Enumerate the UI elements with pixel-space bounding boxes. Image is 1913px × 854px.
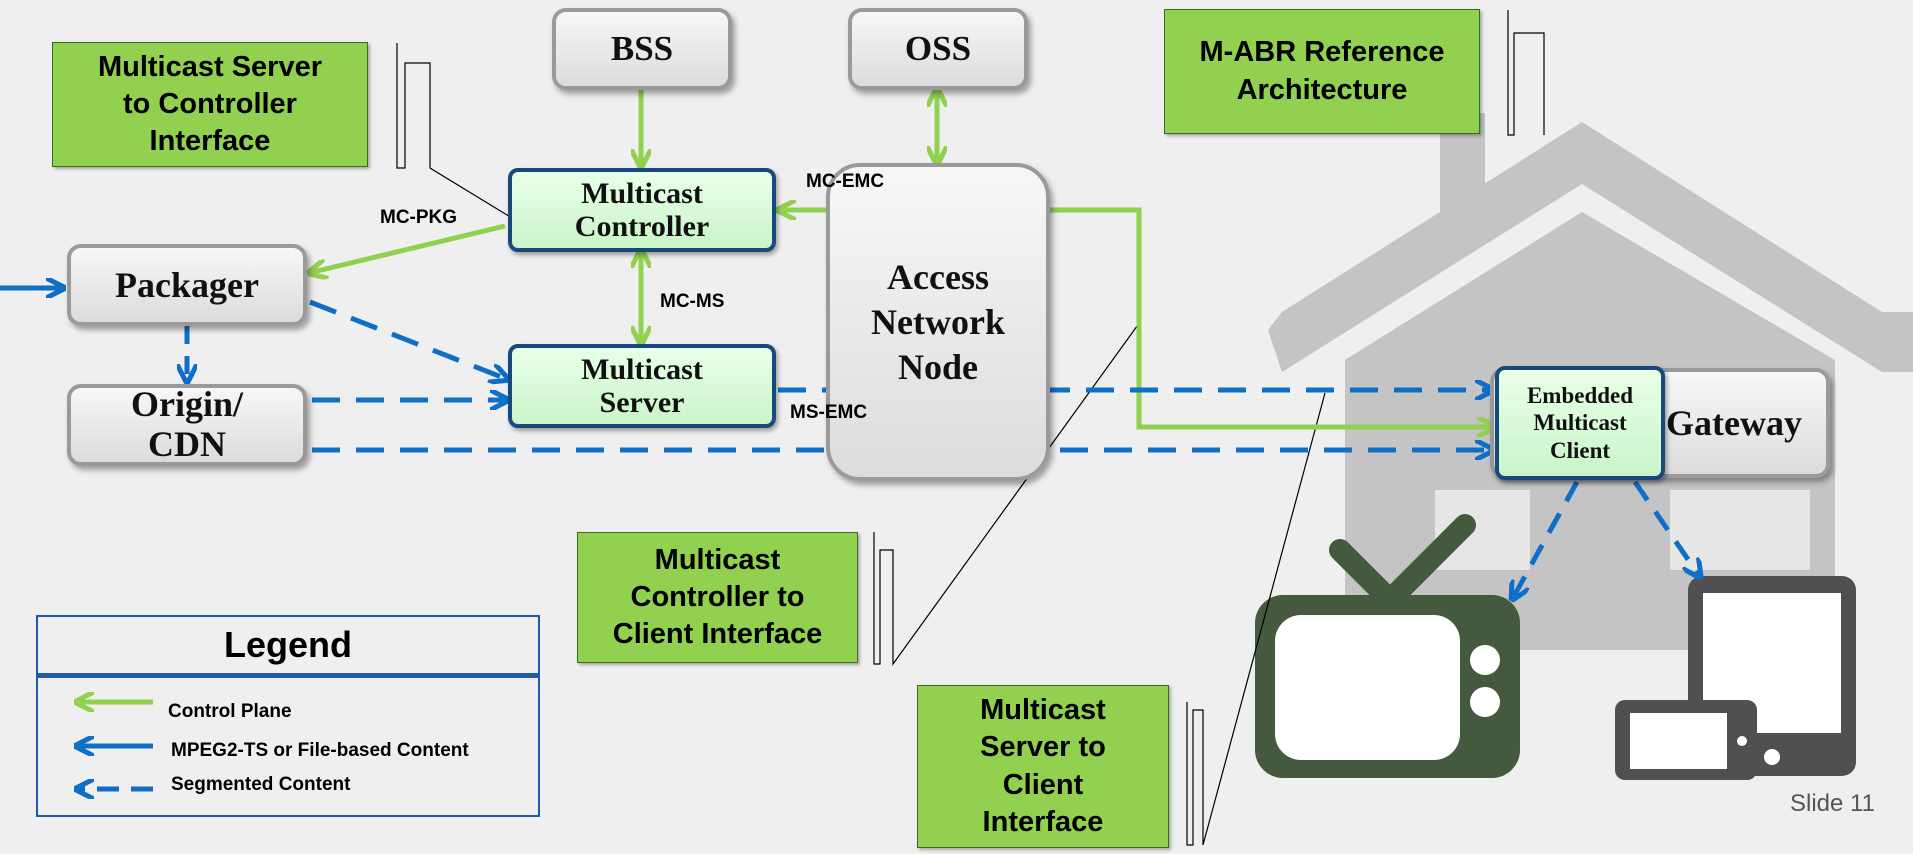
packager-node: Packager: [67, 244, 307, 326]
mc-emc-label: MC-EMC: [806, 171, 885, 192]
tablet-icon: [1615, 576, 1856, 780]
callout-leaders: [396, 10, 1545, 846]
origin-cdn-node: Origin/ CDN: [67, 384, 307, 466]
legend-segmented-label: Segmented Content: [171, 774, 351, 795]
access-network-node-label: Access Network Node: [871, 256, 1005, 387]
access-network-node: Access Network Node: [826, 163, 1050, 481]
legend-swatches: [38, 617, 153, 817]
tv-icon: [1255, 514, 1520, 778]
multicast-controller-node: Multicast Controller: [508, 168, 776, 252]
packager-label: Packager: [115, 265, 259, 305]
embedded-multicast-client-node: Embedded Multicast Client: [1495, 366, 1665, 480]
multicast-server-label: Multicast Server: [581, 353, 703, 419]
mc-pkg-label: MC-PKG: [380, 207, 458, 228]
bss-node: BSS: [552, 8, 732, 90]
bss-label: BSS: [610, 29, 674, 68]
mc-pkg-arrow: [313, 223, 506, 272]
callout-controller-to-client: Multicast Controller to Client Interface: [577, 532, 858, 663]
legend-title: Legend: [38, 617, 538, 678]
multicast-controller-label: Multicast Controller: [574, 177, 710, 243]
legend: Legend Control Plane MPEG2-TS or File-ba…: [36, 615, 540, 817]
gateway-label: Gateway: [1666, 403, 1802, 443]
client-to-tablet-arrow: [1632, 480, 1698, 574]
oss-node: OSS: [848, 8, 1028, 90]
multicast-server-node: Multicast Server: [508, 344, 776, 428]
client-to-tv-arrow: [1514, 480, 1580, 596]
oss-label: OSS: [904, 29, 972, 68]
ms-emc-label: MS-EMC: [790, 402, 868, 423]
embedded-multicast-client-label: Embedded Multicast Client: [1526, 382, 1634, 463]
callout-multicast-server-to-controller: Multicast Server to Controller Interface: [52, 42, 368, 167]
origin-cdn-label: Origin/ CDN: [130, 384, 243, 464]
legend-control-plane-label: Control Plane: [168, 701, 292, 722]
packager-to-server-arrow: [309, 299, 504, 378]
callout-mabr-reference-architecture: M-ABR Reference Architecture: [1164, 9, 1480, 134]
callout-server-to-client: Multicast Server to Client Interface: [917, 685, 1169, 848]
mc-ms-label: MC-MS: [660, 291, 725, 312]
legend-mpeg2-label: MPEG2-TS or File-based Content: [171, 740, 469, 761]
slide-number: Slide 11: [1790, 790, 1875, 817]
